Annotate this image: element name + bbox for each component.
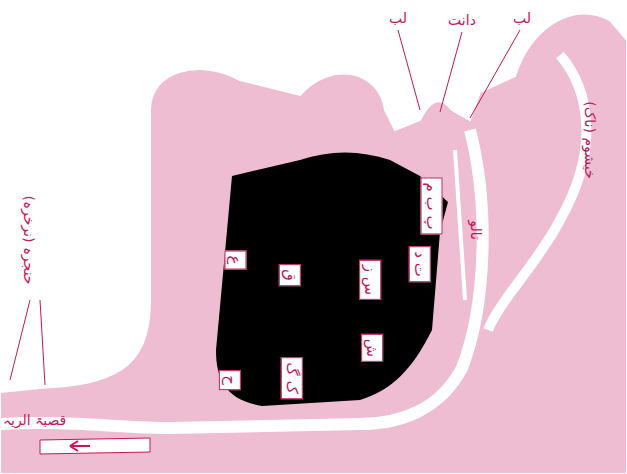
oral-cavity [216,153,448,407]
leader-line [398,30,420,110]
articulation-letters: ق [279,264,301,286]
part-label: لب [513,10,531,26]
articulation-letters: ت د [409,246,431,282]
articulation-letters: ع [224,251,246,270]
part-label: لب [389,10,407,26]
leader-line [40,300,45,385]
articulation-letters: ک گ [281,357,303,399]
part-label: قصبۃ الریہ [3,412,66,428]
leader-line [470,30,520,118]
part-label: دانت [448,12,476,28]
part-label: حنجرہ (نرخرہ) [20,195,36,284]
leader-line [440,32,462,112]
head-section [0,14,627,474]
part-label: تالو [468,220,484,240]
part-label: خیشوم (ناک) [582,101,598,178]
palate [455,150,465,300]
articulation-letters: ش [361,334,383,362]
articulation-letters: ح [219,370,241,390]
articulation-letters: س ز [359,260,381,300]
leader-line [10,300,30,380]
trachea-ring [40,438,150,454]
air-arrow [70,441,90,451]
airway [0,130,483,428]
articulation-letters: پ ب م [421,177,443,234]
nasal-passage [488,55,586,330]
